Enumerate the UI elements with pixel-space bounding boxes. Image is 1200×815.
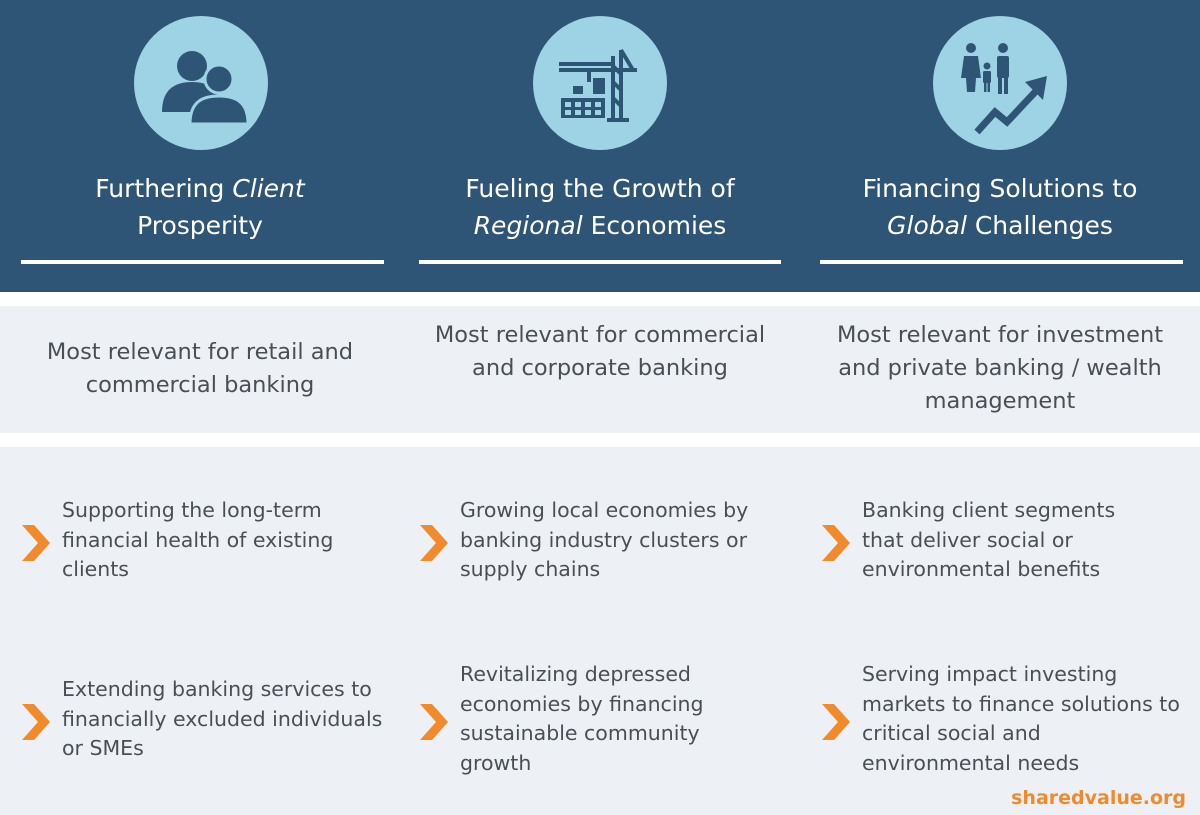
pillar-title: Furthering Client Prosperity [95, 174, 305, 240]
chevron-right-icon [22, 704, 50, 740]
pillar-title: Fueling the Growth of Regional Economies [465, 174, 735, 240]
list-item: Growing local economies by banking indus… [460, 498, 749, 581]
pillar-regional-economies: Fueling the Growth of Regional Economies [400, 0, 800, 292]
people-icon [134, 16, 268, 150]
list-item: Banking client segments that deliver soc… [862, 498, 1116, 581]
chevron-right-icon [22, 525, 50, 561]
list-item: Supporting the long-term financial healt… [62, 498, 334, 581]
chevron-right-icon [420, 525, 448, 561]
items-band [0, 447, 1200, 815]
crane-construction-icon [533, 16, 667, 150]
relevance-text: Most relevant for commercial and corpora… [434, 322, 766, 381]
pillar-global-challenges: Financing Solutions to Global Challenges [800, 0, 1200, 292]
title-underline [820, 260, 1183, 264]
brand-url[interactable]: sharedvalue.org [1011, 787, 1186, 809]
list-item: Serving impact investing markets to fina… [862, 662, 1180, 775]
pillar-client-prosperity: Furthering Client Prosperity [0, 0, 400, 292]
chevron-right-icon [420, 704, 448, 740]
relevance-text: Most relevant for retail and commercial … [46, 339, 354, 398]
list-item: Extending banking services to financiall… [62, 677, 383, 760]
relevance-band [0, 306, 1200, 433]
chevron-right-icon [822, 704, 850, 740]
pillar-title: Financing Solutions to Global Challenges [862, 174, 1138, 240]
title-underline [21, 260, 384, 264]
title-underline [419, 260, 781, 264]
family-growth-icon [933, 16, 1067, 150]
chevron-right-icon [822, 525, 850, 561]
relevance-text: Most relevant for investment and private… [836, 322, 1164, 414]
list-item: Revitalizing depressed economies by fina… [460, 662, 704, 775]
